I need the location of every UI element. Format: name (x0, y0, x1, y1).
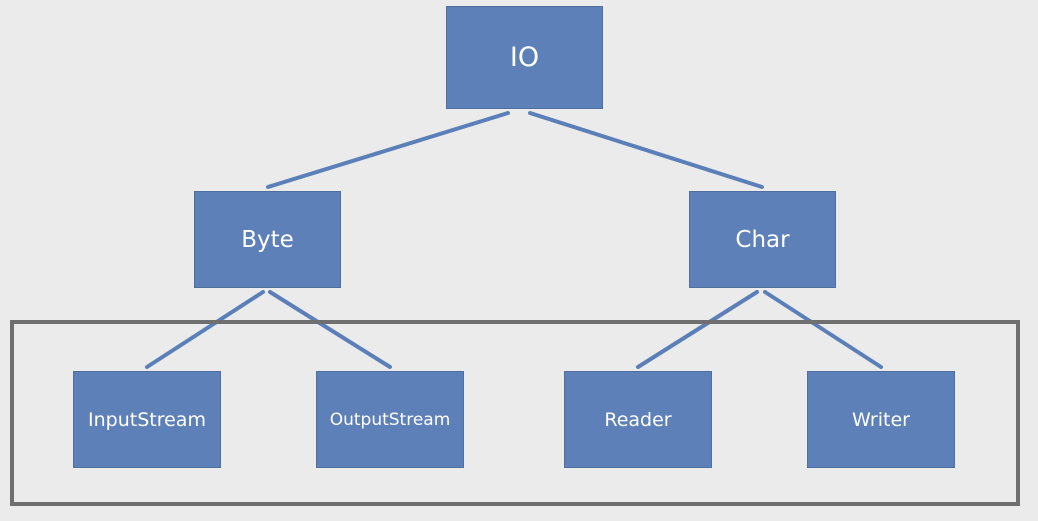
node-io: IO (446, 6, 603, 109)
node-outputstream-label: OutputStream (329, 409, 451, 430)
node-writer: Writer (807, 371, 955, 468)
node-char-label: Char (735, 226, 790, 253)
node-byte: Byte (194, 191, 341, 288)
connector-byte-outputstream (268, 290, 392, 369)
leaf-classes-highlight-frame (10, 320, 1020, 506)
connector-io-byte (266, 111, 510, 189)
node-reader: Reader (564, 371, 712, 468)
connector-char-writer (763, 290, 883, 369)
node-char: Char (689, 191, 836, 288)
node-outputstream: OutputStream (316, 371, 464, 468)
node-inputstream-label: InputStream (88, 408, 206, 431)
connector-io-char (528, 111, 764, 189)
node-writer-label: Writer (852, 408, 910, 431)
node-reader-label: Reader (604, 408, 672, 431)
connector-char-reader (636, 290, 759, 369)
node-io-label: IO (509, 42, 540, 73)
connector-byte-inputstream (145, 290, 265, 369)
node-byte-label: Byte (241, 226, 294, 253)
node-inputstream: InputStream (73, 371, 221, 468)
